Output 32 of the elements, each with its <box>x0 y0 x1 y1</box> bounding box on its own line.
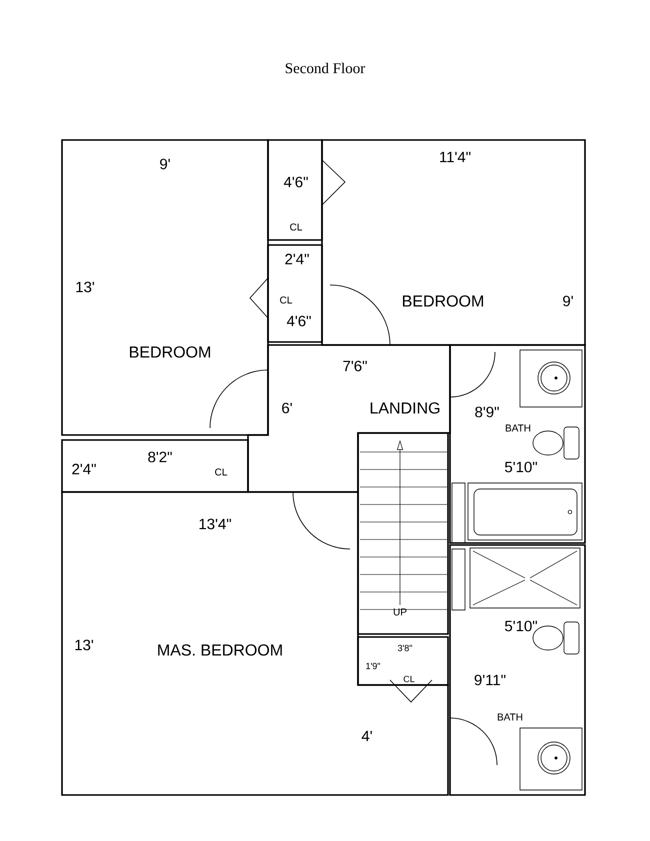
room-name: UP <box>394 608 406 616</box>
room-name: BEDROOM <box>402 295 484 307</box>
closet-label: CL <box>215 468 228 476</box>
dimension-label: 11'4" <box>440 152 470 162</box>
dimension-label: 13' <box>75 640 93 650</box>
closet-label: CL <box>404 676 414 682</box>
room-name: BATH <box>506 424 530 432</box>
room-name: BEDROOM <box>130 346 210 358</box>
closet-label: CL <box>280 296 292 304</box>
room-name: MAS. BEDROOM <box>158 644 282 656</box>
dimension-label: 5'10" <box>504 620 537 632</box>
room-name: LANDING <box>370 402 440 414</box>
dimension-label: 13' <box>76 282 94 292</box>
dimension-label: 9' <box>563 296 573 306</box>
dimension-label: 4'6" <box>286 316 311 326</box>
dimension-label: 8'2" <box>148 452 172 462</box>
dimension-label: 2'4" <box>72 464 96 474</box>
dimension-label: 5'10" <box>504 462 537 472</box>
dimension-label: 1'9" <box>366 662 380 670</box>
dimension-label: 8'9" <box>475 406 499 418</box>
title-text: Second Floor <box>286 62 366 74</box>
dimension-label: 2'4" <box>285 254 309 264</box>
closet-label: CL <box>290 223 302 231</box>
dimension-label: 6' <box>282 402 292 414</box>
dimension-label: 4' <box>362 730 372 742</box>
dimension-label: 9' <box>160 158 170 170</box>
dimension-label: 13'4" <box>200 518 231 530</box>
room-name: BATH <box>498 714 522 720</box>
dimension-label: 4'6" <box>284 176 308 188</box>
dimension-label: 9'11" <box>474 674 506 686</box>
dimension-label: 3'8" <box>398 644 412 652</box>
dimension-label: 7'6" <box>343 360 367 372</box>
